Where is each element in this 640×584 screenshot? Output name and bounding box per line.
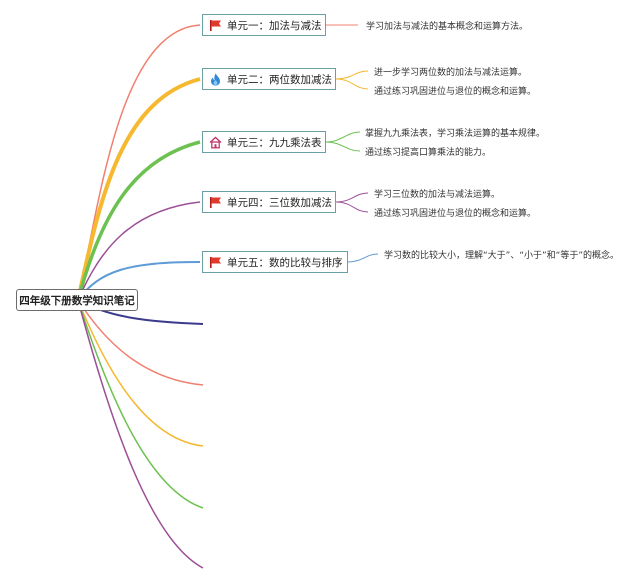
branch-unit3 <box>76 140 201 301</box>
unit-5-topic[interactable]: 单元五：数的比较与排序 <box>202 251 348 273</box>
unit-4-note-2: 通过练习巩固进位与退位的概念和运算。 <box>374 209 537 219</box>
empty-branch-5 <box>77 299 204 569</box>
connector-unit4-b <box>335 201 369 213</box>
red-flag-icon <box>209 255 222 269</box>
unit-1-topic[interactable]: 单元一：加法与减法 <box>202 14 326 36</box>
branch-unit1 <box>77 24 201 301</box>
red-flag-icon <box>209 18 222 32</box>
empty-branch-2 <box>77 299 204 386</box>
unit-3-title: 单元三：九九乘法表 <box>227 136 322 149</box>
unit-1-note-1: 学习加法与减法的基本概念和运算方法。 <box>366 22 529 32</box>
unit-5-title: 单元五：数的比较与排序 <box>227 256 343 269</box>
unit-4-title: 单元四：三位数加减法 <box>227 196 332 209</box>
unit-4-topic[interactable]: 单元四：三位数加减法 <box>202 191 336 213</box>
unit-1-title: 单元一：加法与减法 <box>227 19 322 32</box>
unit-4-note-1: 学习三位数的加法与减法运算。 <box>374 190 501 200</box>
unit-2-note-2: 通过练习巩固进位与退位的概念和运算。 <box>374 87 537 97</box>
blue-flame-icon <box>209 72 222 86</box>
branch-unit4 <box>77 201 201 301</box>
unit-3-topic[interactable]: 单元三：九九乘法表 <box>202 131 326 153</box>
root-title: 四年级下册数学知识笔记 <box>19 294 135 307</box>
empty-branch-3 <box>77 299 204 447</box>
unit-2-title: 单元二：两位数加减法 <box>227 73 332 86</box>
connector-unit2-b <box>335 78 369 90</box>
empty-branch-4 <box>77 299 204 509</box>
house-icon <box>209 135 222 149</box>
unit-5-note-1: 学习数的比较大小，理解“大于”、“小于”和“等于”的概念。 <box>384 251 619 261</box>
connector-unit3-b <box>325 141 361 152</box>
connector-unit2-a <box>335 70 369 80</box>
unit-2-topic[interactable]: 单元二：两位数加减法 <box>202 68 336 90</box>
connector-unit4-a <box>335 192 369 203</box>
unit-2-note-1: 进一步学习两位数的加法与减法运算。 <box>374 68 528 78</box>
root-topic[interactable]: 四年级下册数学知识笔记 <box>16 289 138 311</box>
unit-3-note-1: 掌握九九乘法表，学习乘法运算的基本规律。 <box>365 129 546 139</box>
unit-3-note-2: 通过练习提高口算乘法的能力。 <box>365 148 492 158</box>
branch-unit2 <box>76 77 201 301</box>
red-flag-icon <box>209 195 222 209</box>
connector-unit5 <box>347 253 379 263</box>
connector-unit3-a <box>325 131 361 143</box>
